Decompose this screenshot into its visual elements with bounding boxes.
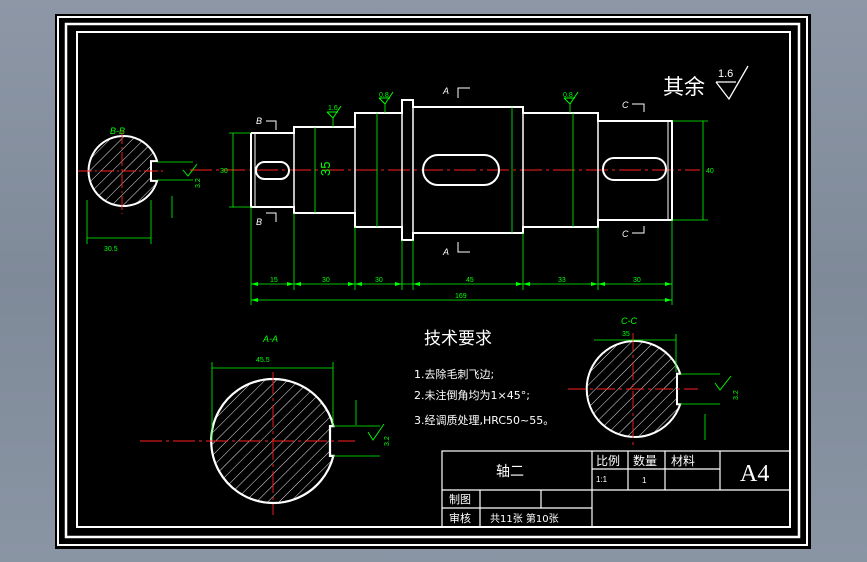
keyway-a bbox=[422, 154, 500, 186]
drawn-label: 制图 bbox=[449, 493, 471, 506]
svg-text:3.2: 3.2 bbox=[733, 390, 740, 400]
svg-text:15: 15 bbox=[270, 277, 278, 284]
svg-text:C: C bbox=[622, 100, 629, 110]
svg-text:3.2: 3.2 bbox=[384, 436, 391, 446]
tech-title: 技术要求 bbox=[424, 329, 492, 349]
section-cc-view: C-C 35 3.2 bbox=[568, 316, 740, 447]
section-markers: B B A A C C bbox=[256, 86, 645, 257]
sheet-size: A4 bbox=[740, 461, 769, 487]
drawing-sheet bbox=[55, 14, 811, 549]
title-block bbox=[441, 450, 791, 528]
middle-border bbox=[64, 22, 801, 539]
title-block-text: 轴二 比例 数量 材料 A4 1:1 1 制图 审核 共11张 第10张 bbox=[449, 453, 769, 525]
svg-text:45.5: 45.5 bbox=[256, 357, 270, 364]
roughness-marks bbox=[326, 91, 579, 119]
remark-text: 其余 bbox=[663, 75, 705, 99]
dimension-lines bbox=[229, 104, 708, 305]
section-bb-label: B-B bbox=[110, 126, 125, 136]
svg-text:30.5: 30.5 bbox=[104, 246, 118, 253]
tech-item-1: 1.去除毛刺飞边; bbox=[414, 367, 494, 381]
svg-text:B: B bbox=[256, 217, 262, 227]
outer-border bbox=[57, 16, 808, 546]
svg-text:1.6: 1.6 bbox=[328, 105, 338, 112]
svg-text:40: 40 bbox=[706, 168, 714, 175]
ratio-value: 1:1 bbox=[596, 475, 608, 484]
dim-diameter-35: 35 bbox=[318, 162, 333, 176]
svg-text:A: A bbox=[442, 86, 449, 96]
tech-item-2: 2.未注倒角均为1×45°; bbox=[414, 388, 530, 402]
technical-requirements: 技术要求 1.去除毛刺飞边; 2.未注倒角均为1×45°; 3.经调质处理,HR… bbox=[414, 329, 554, 427]
qty-value: 1 bbox=[642, 476, 647, 485]
qty-label: 数量 bbox=[633, 453, 657, 468]
checked-label: 审核 bbox=[449, 511, 471, 525]
svg-text:33: 33 bbox=[558, 277, 566, 284]
inner-border bbox=[76, 31, 791, 528]
svg-text:30: 30 bbox=[322, 277, 330, 284]
dimension-arrows bbox=[251, 282, 672, 302]
general-roughness-note: 其余 1.6 bbox=[663, 65, 749, 101]
roughness-symbol-icon bbox=[715, 65, 749, 101]
tech-item-3: 3.经调质处理,HRC50~55。 bbox=[414, 414, 554, 427]
dimension-texts: 1.6 0.8 0.8 15 30 30 45 33 30 169 30 40 bbox=[220, 92, 714, 300]
sheet-info: 共11张 第10张 bbox=[490, 512, 559, 525]
material-label: 材料 bbox=[671, 454, 695, 468]
svg-text:B: B bbox=[256, 116, 262, 126]
svg-text:30: 30 bbox=[220, 168, 228, 175]
svg-text:169: 169 bbox=[455, 293, 467, 300]
svg-text:0.8: 0.8 bbox=[563, 92, 573, 99]
section-aa-view: A-A 45.5 3.2 bbox=[140, 334, 391, 515]
section-bb-view: B-B 30.5 3.2 bbox=[78, 126, 202, 253]
keyway-b bbox=[255, 161, 290, 180]
section-cc-label: C-C bbox=[621, 316, 637, 326]
svg-text:45: 45 bbox=[466, 277, 474, 284]
svg-text:35: 35 bbox=[622, 331, 630, 338]
part-name: 轴二 bbox=[496, 464, 524, 480]
remark-roughness-value: 1.6 bbox=[718, 68, 733, 80]
svg-text:30: 30 bbox=[633, 277, 641, 284]
ratio-label: 比例 bbox=[596, 454, 620, 468]
svg-text:3.2: 3.2 bbox=[195, 178, 202, 188]
svg-text:C: C bbox=[622, 229, 629, 239]
svg-text:0.8: 0.8 bbox=[379, 92, 389, 99]
section-aa-label: A-A bbox=[262, 334, 278, 344]
svg-text:30: 30 bbox=[375, 277, 383, 284]
keyway-c bbox=[602, 157, 667, 181]
svg-text:A: A bbox=[442, 247, 449, 257]
